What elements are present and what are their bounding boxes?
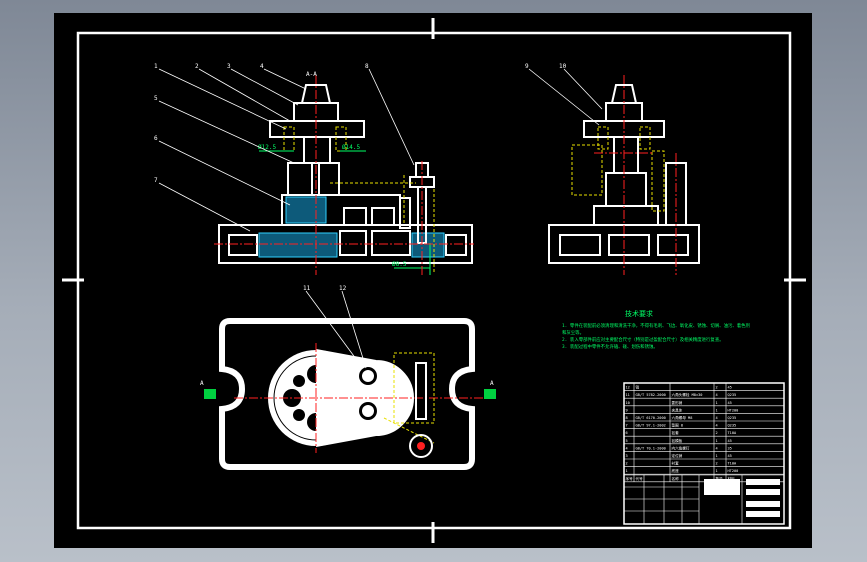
part-balloon: 2 xyxy=(195,63,199,70)
bom-cell: 衬套 xyxy=(672,461,680,466)
bom-cell: 45 xyxy=(728,439,732,443)
part-balloon: 11 xyxy=(303,285,311,292)
part-balloon: 10 xyxy=(559,63,567,70)
bom-cell: 六角螺母 M8 xyxy=(672,415,693,420)
bom-cell: 12 xyxy=(626,386,630,390)
part-balloon: 12 xyxy=(339,285,347,292)
bom-header-cell: 名称 xyxy=(672,476,680,481)
base-hatch xyxy=(258,232,445,258)
bom-header-cell: 序号 xyxy=(626,476,634,481)
bom-cell: 4 xyxy=(716,446,718,450)
bom-cell: 1 xyxy=(716,408,718,412)
part-balloon: 6 xyxy=(154,135,158,142)
front-section-view: Ø12.5 Ø14.5 Ø8.5 xyxy=(154,63,474,275)
bom-cell: 2 xyxy=(716,431,718,435)
bom-cell: 1 xyxy=(716,439,718,443)
dimension-text: Ø8.5 xyxy=(392,261,407,268)
bom-cell: 5 xyxy=(626,439,628,443)
part-balloon: 9 xyxy=(525,63,529,70)
bom-header-cell: 材料 xyxy=(728,476,736,481)
bom-cell: 菱形销 xyxy=(672,400,683,405)
bom-cell: GB/T 97.1-2002 xyxy=(636,424,666,428)
bom-cell: 4 xyxy=(626,446,628,450)
bom-cell: 35 xyxy=(728,446,732,450)
dimension-text: Ø14.5 xyxy=(342,144,360,151)
bom-cell: 2 xyxy=(626,462,628,466)
bom-cell: HT200 xyxy=(728,408,739,412)
part-balloon: 3 xyxy=(227,63,231,70)
bom-cell: 2 xyxy=(716,386,718,390)
bom-cell: 45 xyxy=(728,386,732,390)
bom-cell: 定位销 xyxy=(672,453,683,458)
bom-cell: 钻模板 xyxy=(672,438,683,443)
tech-note-line: 1. 零件在装配前必须清理和清洗干净，不得有毛刺、飞边、氧化皮、锈蚀、切屑、油污… xyxy=(562,322,751,329)
bom-cell: 2 xyxy=(716,462,718,466)
bom-cell: 1 xyxy=(716,454,718,458)
tech-notes-title: 技术要求 xyxy=(625,309,653,318)
bom-cell: HT200 xyxy=(728,469,739,473)
bom-cell: 3 xyxy=(626,454,628,458)
side-view: 9 10 xyxy=(525,63,700,275)
bom-header-cell: 数量 xyxy=(716,476,724,481)
bom-cell: 10 xyxy=(626,401,630,405)
dimension-text: Ø12.5 xyxy=(258,144,276,151)
technical-notes: 技术要求 1. 零件在装配前必须清理和清洗干净，不得有毛刺、飞边、氧化皮、锈蚀、… xyxy=(562,309,751,350)
bom-cell: Q235 xyxy=(728,393,737,397)
bom-cell: 1 xyxy=(626,469,628,473)
top-view: 11 12 A A xyxy=(200,285,496,470)
bom-header-cell: 代号 xyxy=(636,476,644,481)
bom-cell: 1 xyxy=(716,469,718,473)
bom-cell: 底座 xyxy=(672,468,680,473)
part-balloon: 7 xyxy=(154,177,158,184)
part-balloon: 8 xyxy=(365,63,369,70)
view-arrow-label: A xyxy=(200,380,204,387)
bom-cell: 夹具体 xyxy=(672,407,683,412)
bom-cell: 6 xyxy=(626,431,628,435)
part-balloon: 1 xyxy=(154,63,158,70)
bom-cell: T10A xyxy=(728,431,737,435)
bom-cell: 11 xyxy=(626,393,630,397)
bom-cell: 4 xyxy=(716,416,718,420)
drawing-frame xyxy=(76,31,792,530)
view-arrow-label: A xyxy=(490,380,494,387)
part-balloon: 5 xyxy=(154,95,158,102)
bom-cell: 8 xyxy=(626,416,628,420)
tech-note-line: 2. 装入零部件前应对主要配合尺寸（特别是过盈配合尺寸）及相关精度进行复查。 xyxy=(562,336,724,343)
bom-cell: GB/T 6170-2000 xyxy=(636,416,666,420)
bom-cell: Q235 xyxy=(728,424,737,428)
section-label: A-A xyxy=(306,71,317,78)
assembly-drawing: Ø12.5 Ø14.5 Ø8.5 xyxy=(62,18,806,543)
bom-cell: Q235 xyxy=(728,416,737,420)
bom-cell: 内六角螺钉 xyxy=(672,445,690,450)
bom-cell: 4 xyxy=(716,393,718,397)
bom-cell: 销 xyxy=(636,385,640,390)
tech-note-line: 3. 装配过程中零件不允许磕、碰、划伤和锈蚀。 xyxy=(562,343,658,350)
bom-cell: 45 xyxy=(728,454,732,458)
bom-cell: 1 xyxy=(716,401,718,405)
part-balloon: 4 xyxy=(260,63,264,70)
centering-marks xyxy=(62,18,806,543)
bom-cell: T10A xyxy=(728,462,737,466)
bom-cell: GB/T 70.1-2000 xyxy=(636,446,666,450)
bom-cell: GB/T 5782-2000 xyxy=(636,393,666,397)
bom-cell: 垫圈 8 xyxy=(672,423,684,428)
bom-cell: 六角头螺栓 M8×30 xyxy=(672,392,703,397)
bom-cell: 45 xyxy=(728,401,732,405)
bom-cell: 4 xyxy=(716,424,718,428)
bom-cell: 9 xyxy=(626,408,628,412)
bom-cell: 钻套 xyxy=(672,430,680,435)
bom-cell: 7 xyxy=(626,424,628,428)
tech-note-line: 和灰尘等。 xyxy=(562,329,584,336)
drawing-sheet[interactable]: Ø12.5 Ø14.5 Ø8.5 xyxy=(54,13,812,548)
